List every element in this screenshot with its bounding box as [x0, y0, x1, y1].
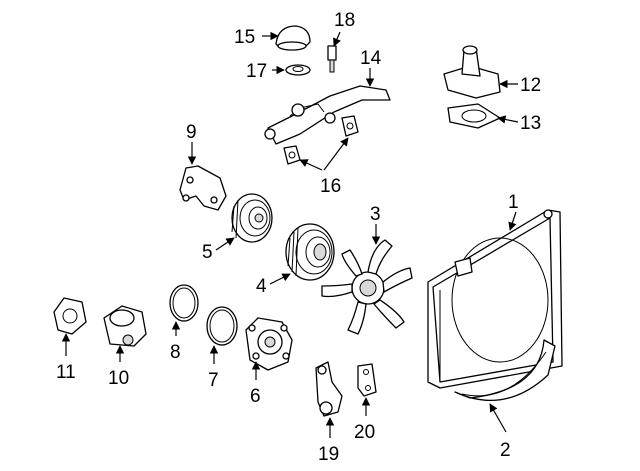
part-gasket-13: [447, 103, 501, 129]
part-fan-shroud: [427, 209, 563, 389]
callout-6: 6: [250, 386, 261, 407]
callout-19: 19: [318, 444, 339, 465]
callout-13: 13: [520, 113, 541, 134]
callout-11: 11: [56, 362, 76, 383]
part-seal: [285, 64, 311, 76]
leader-lines: [61, 31, 519, 438]
callout-17: 17: [246, 61, 267, 82]
leader-2: [489, 403, 507, 433]
part-gasket-ring-8: [169, 284, 199, 322]
part-fan: [321, 239, 413, 335]
part-outlet: [443, 45, 501, 99]
callout-16: 16: [320, 176, 341, 197]
part-water-pump: [245, 317, 293, 371]
part-bracket: [179, 165, 227, 211]
callout-12: 12: [520, 75, 541, 96]
callout-7: 7: [208, 370, 219, 391]
callout-3: 3: [370, 204, 381, 225]
part-sensor: [327, 45, 337, 73]
callout-20: 20: [354, 422, 375, 443]
part-gaskets-16: [283, 115, 359, 165]
part-thermostat-housing: [103, 305, 147, 347]
callout-10: 10: [108, 368, 129, 389]
callout-5: 5: [202, 242, 213, 263]
part-gasket-ring-7: [206, 306, 238, 346]
leader-13: [497, 115, 519, 124]
part-cap: [275, 25, 311, 51]
leader-16: [299, 159, 323, 171]
leader-4: [269, 273, 291, 285]
part-tensioner: [315, 361, 343, 417]
part-gasket-11: [53, 297, 87, 335]
leader-16b: [323, 137, 349, 171]
leader-1: [508, 211, 517, 231]
callout-14: 14: [360, 48, 382, 69]
callout-1: 1: [508, 192, 519, 213]
leader-18: [333, 31, 341, 47]
part-lower-shroud: [454, 339, 556, 402]
leader-5: [215, 237, 235, 251]
part-pulley: [231, 193, 273, 243]
callout-9: 9: [186, 122, 197, 143]
part-water-pipe: [264, 85, 391, 145]
callout-2: 2: [500, 440, 511, 461]
part-fan-clutch: [285, 223, 335, 281]
part-plate: [357, 363, 377, 397]
callout-8: 8: [170, 342, 181, 363]
callouts: 1 2 3 4 5 6 7 8 9 10 11 12 13 14 15 16 1…: [56, 10, 541, 465]
callout-15: 15: [234, 27, 255, 48]
callout-18: 18: [334, 10, 355, 31]
callout-4: 4: [256, 276, 267, 297]
